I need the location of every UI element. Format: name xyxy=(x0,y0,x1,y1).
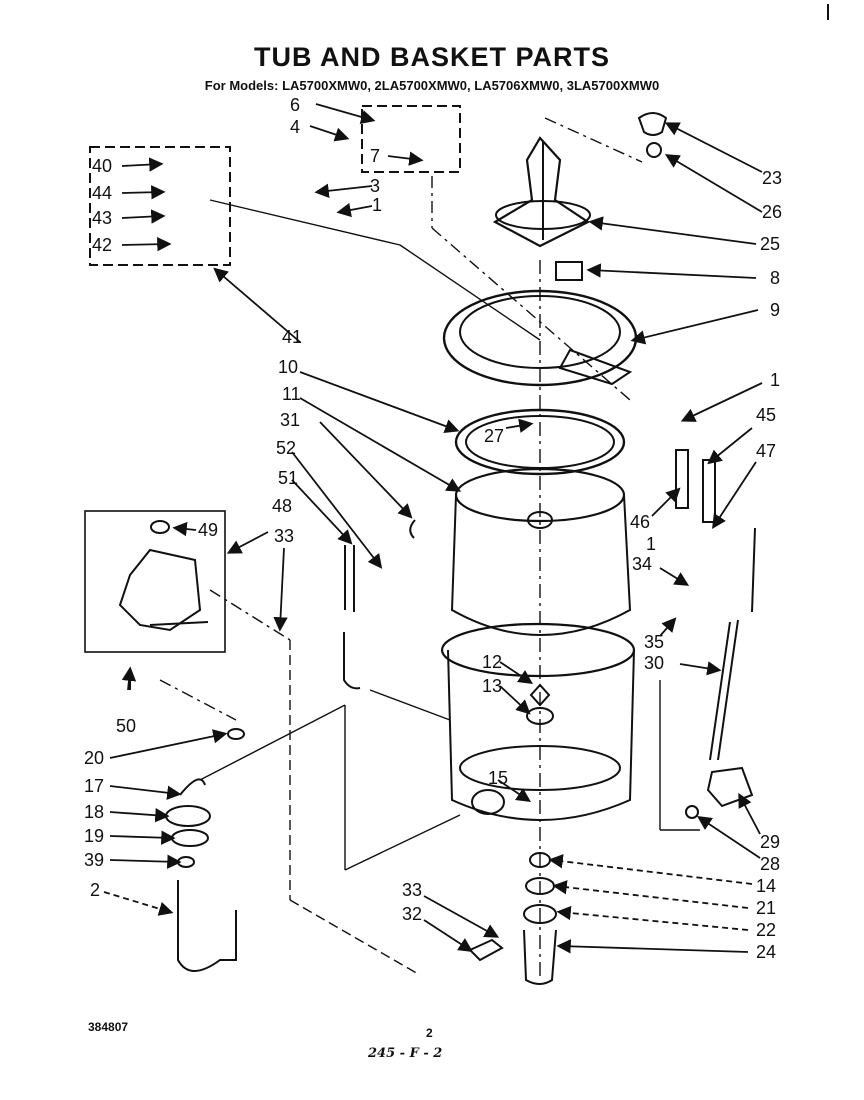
agitator xyxy=(492,112,668,248)
callout-51: 51 xyxy=(278,468,298,488)
callout-1a: 1 xyxy=(372,195,382,215)
callout-24: 24 xyxy=(756,942,776,962)
callout-33a: 33 xyxy=(274,526,294,546)
hose-30 xyxy=(709,527,756,761)
callout-39: 39 xyxy=(84,850,104,870)
callout-29: 29 xyxy=(760,832,780,852)
drain-hose-assy xyxy=(165,728,245,972)
callout-12: 12 xyxy=(482,652,502,672)
callout-20: 20 xyxy=(84,748,104,768)
callout-42: 42 xyxy=(92,235,112,255)
callout-2: 2 xyxy=(90,880,100,900)
callout-13: 13 xyxy=(482,676,502,696)
callout-15: 15 xyxy=(488,768,508,788)
callout-14: 14 xyxy=(756,876,776,896)
callout-labels: 40 44 43 42 41 6 4 7 3 1 23 26 25 8 9 1 … xyxy=(84,95,782,962)
callout-25: 25 xyxy=(760,234,780,254)
kit-41-box xyxy=(89,146,231,266)
clamp-31 xyxy=(409,519,416,539)
page-subtitle: For Models: LA5700XMW0, 2LA5700XMW0, LA5… xyxy=(204,78,660,93)
callout-21: 21 xyxy=(756,898,776,918)
callout-32: 32 xyxy=(402,904,422,924)
page-title: TUB AND BASKET PARTS xyxy=(254,42,610,72)
hose-32 xyxy=(468,938,504,962)
callout-4: 4 xyxy=(290,117,300,137)
callout-49: 49 xyxy=(198,520,218,540)
callout-47: 47 xyxy=(756,441,776,461)
callout-40: 40 xyxy=(92,156,112,176)
pressure-switch xyxy=(706,766,754,808)
callout-22: 22 xyxy=(756,920,776,940)
callout-31: 31 xyxy=(280,410,300,430)
callout-23: 23 xyxy=(762,168,782,188)
pump-assembly xyxy=(118,520,209,690)
callout-41: 41 xyxy=(282,327,302,347)
callout-18: 18 xyxy=(84,802,104,822)
callout-8: 8 xyxy=(770,268,780,288)
callout-9: 9 xyxy=(770,300,780,320)
hose-51 xyxy=(344,545,355,612)
callout-48: 48 xyxy=(272,496,292,516)
handwritten-note: 245 - F - 2 xyxy=(368,1046,443,1061)
callout-17: 17 xyxy=(84,776,104,796)
callout-26: 26 xyxy=(762,202,782,222)
gasket-10 xyxy=(454,408,626,476)
hose-46 xyxy=(675,449,689,509)
callout-28: 28 xyxy=(760,854,780,874)
doc-code: 384807 xyxy=(88,1020,129,1034)
seal-plate xyxy=(555,261,583,281)
hose-lower xyxy=(343,632,361,690)
hose-45 xyxy=(702,459,716,523)
kit-6-box xyxy=(361,105,461,173)
callout-6: 6 xyxy=(290,95,300,115)
callout-11: 11 xyxy=(282,384,301,404)
callout-50: 50 xyxy=(116,716,136,736)
callout-1b: 1 xyxy=(770,370,780,390)
callout-33b: 33 xyxy=(402,880,422,900)
callout-10: 10 xyxy=(278,357,298,377)
callout-3: 3 xyxy=(370,176,380,196)
outer-tub xyxy=(440,622,636,821)
callout-52: 52 xyxy=(276,438,296,458)
callout-35: 35 xyxy=(644,632,664,652)
basket xyxy=(450,467,632,636)
callout-46: 46 xyxy=(630,512,650,532)
drain-24 xyxy=(523,929,557,985)
hub-22 xyxy=(523,904,557,924)
callout-1c: 1 xyxy=(646,534,656,554)
pump-48-box xyxy=(84,510,226,653)
callout-19: 19 xyxy=(84,826,104,846)
callout-44: 44 xyxy=(92,183,112,203)
page-number: 2 xyxy=(426,1026,433,1040)
callout-27: 27 xyxy=(484,426,504,446)
callout-34: 34 xyxy=(632,554,652,574)
callout-45: 45 xyxy=(756,405,776,425)
callout-43: 43 xyxy=(92,208,112,228)
callout-7: 7 xyxy=(370,146,380,166)
callout-30: 30 xyxy=(644,653,664,673)
